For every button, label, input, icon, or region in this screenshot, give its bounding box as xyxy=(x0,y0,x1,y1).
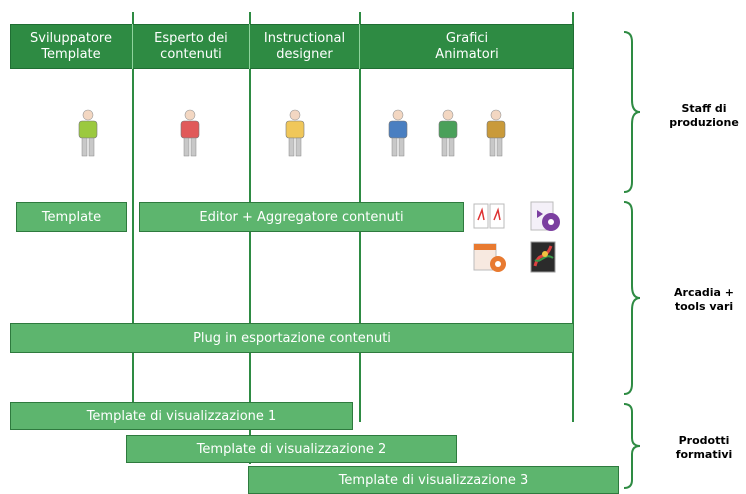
header-divider xyxy=(132,24,133,69)
products-brace xyxy=(623,403,641,489)
visualization-template-2-bar: Template di visualizzazione 2 xyxy=(126,435,457,463)
person-icon xyxy=(285,109,305,157)
role-content-expert: Esperto dei contenuti xyxy=(154,30,228,62)
software-box-icon xyxy=(530,241,556,273)
header-divider xyxy=(249,24,250,69)
person-icon xyxy=(438,109,458,157)
software-box-icon xyxy=(473,203,505,229)
staff-label: Staff di produzione xyxy=(669,102,739,129)
software-box-icon xyxy=(530,201,560,231)
visualization-template-3-bar: Template di visualizzazione 3 xyxy=(248,466,619,494)
person-icon xyxy=(180,109,200,157)
editor-aggregator-bar: Editor + Aggregatore contenuti xyxy=(139,202,464,232)
lane-divider xyxy=(132,12,134,404)
person-icon xyxy=(486,109,506,157)
lane-divider xyxy=(572,12,574,422)
header-divider xyxy=(359,24,360,69)
products-label: Prodotti formativi xyxy=(675,434,733,461)
person-icon xyxy=(388,109,408,157)
tools-brace xyxy=(623,201,641,395)
tools-label: Arcadia + tools vari xyxy=(674,286,734,313)
lane-divider xyxy=(249,12,251,464)
role-template-developer: Sviluppatore Template xyxy=(30,30,112,62)
role-graphic-animators: Grafici Animatori xyxy=(435,30,499,62)
roles-header xyxy=(10,24,574,69)
template-bar: Template xyxy=(16,202,127,232)
visualization-template-1-bar: Template di visualizzazione 1 xyxy=(10,402,353,430)
person-icon xyxy=(78,109,98,157)
plugin-export-bar: Plug in esportazione contenuti xyxy=(10,323,574,353)
role-instructional-designer: Instructional designer xyxy=(263,30,346,62)
staff-brace xyxy=(623,31,641,193)
software-box-icon xyxy=(473,243,506,272)
